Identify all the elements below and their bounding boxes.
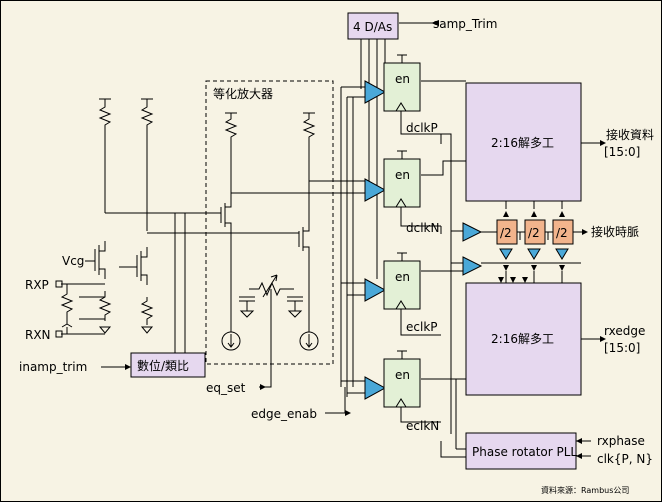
dclkn-label: dclkN: [406, 221, 439, 235]
signal-routing: [340, 39, 601, 458]
samp-trim-label: samp_Trim: [433, 17, 497, 31]
latch-4: en: [383, 350, 421, 408]
clock-buffer-eclk: [462, 256, 483, 276]
digital-analog-block: [130, 352, 206, 378]
arrowheads: [125, 20, 606, 459]
divider-2: /2: [524, 219, 546, 245]
pll-block: [465, 432, 577, 470]
dac-block: [347, 12, 399, 40]
latch-3: en: [383, 252, 421, 310]
demux-top-label: 2:16解多工: [491, 136, 554, 150]
latch-1-en: en: [395, 72, 410, 86]
div-buffer-2: [527, 248, 541, 260]
demux-bottom-block: [465, 282, 582, 396]
equalizer-circuit: [213, 112, 366, 369]
dac-block-label: 4 D/As: [353, 20, 392, 34]
rxedge-bus-label: [15:0]: [604, 341, 640, 355]
sampler-buffer-2: [364, 178, 387, 202]
latch-2-en: en: [395, 168, 410, 182]
dclkp-label: dclkP: [406, 121, 438, 135]
edge-enab-label: edge_enab: [251, 407, 317, 421]
rxp-label: RXP: [25, 278, 49, 292]
rxn-label: RXN: [25, 328, 51, 342]
source-caption: 資料來源：Rambus公司: [541, 485, 629, 495]
sampler-buffer-3: [364, 278, 387, 302]
divider-1: /2: [496, 219, 518, 245]
latch-2: en: [383, 150, 421, 208]
rxphase-label: rxphase: [597, 434, 645, 448]
div-buffer-1: [499, 248, 513, 260]
rx-data-label: 接收資料: [606, 127, 654, 142]
clock-buffer-dclk: [462, 222, 483, 242]
svg-text:/2: /2: [500, 226, 512, 240]
rxedge-label: rxedge: [604, 324, 645, 338]
rx-data-bus-label: [15:0]: [604, 145, 640, 159]
equalizer-dashed-box: [205, 80, 334, 365]
demux-top-block: [465, 82, 582, 202]
sampler-buffers: [364, 80, 569, 400]
div-buffer-3: [555, 248, 569, 260]
rx-clock-label: 接收時脈: [591, 224, 639, 239]
demux-bottom-label: 2:16解多工: [491, 332, 554, 346]
input-circuit: [55, 98, 297, 361]
latch-4-en: en: [395, 368, 410, 382]
digital-analog-label: 數位/類比: [137, 358, 189, 373]
divider-3: /2: [552, 219, 574, 245]
pll-label: Phase rotator PLL: [472, 445, 577, 459]
equalizer-title: 等化放大器: [213, 86, 273, 101]
sampler-buffer-1: [364, 80, 387, 104]
svg-text:/2: /2: [556, 226, 568, 240]
svg-text:/2: /2: [528, 226, 540, 240]
eclkp-label: eclkP: [406, 320, 438, 334]
eq-set-label: eq_set: [206, 381, 246, 395]
clk-pn-label: clk{P, N}: [597, 452, 653, 466]
sampler-buffer-4: [364, 376, 387, 400]
latch-1: en: [383, 54, 421, 112]
inamp-trim-label: inamp_trim: [19, 360, 87, 374]
latch-3-en: en: [395, 270, 410, 284]
eclkn-label: eclkN: [406, 419, 439, 433]
vcg-label: Vcg: [62, 254, 84, 268]
